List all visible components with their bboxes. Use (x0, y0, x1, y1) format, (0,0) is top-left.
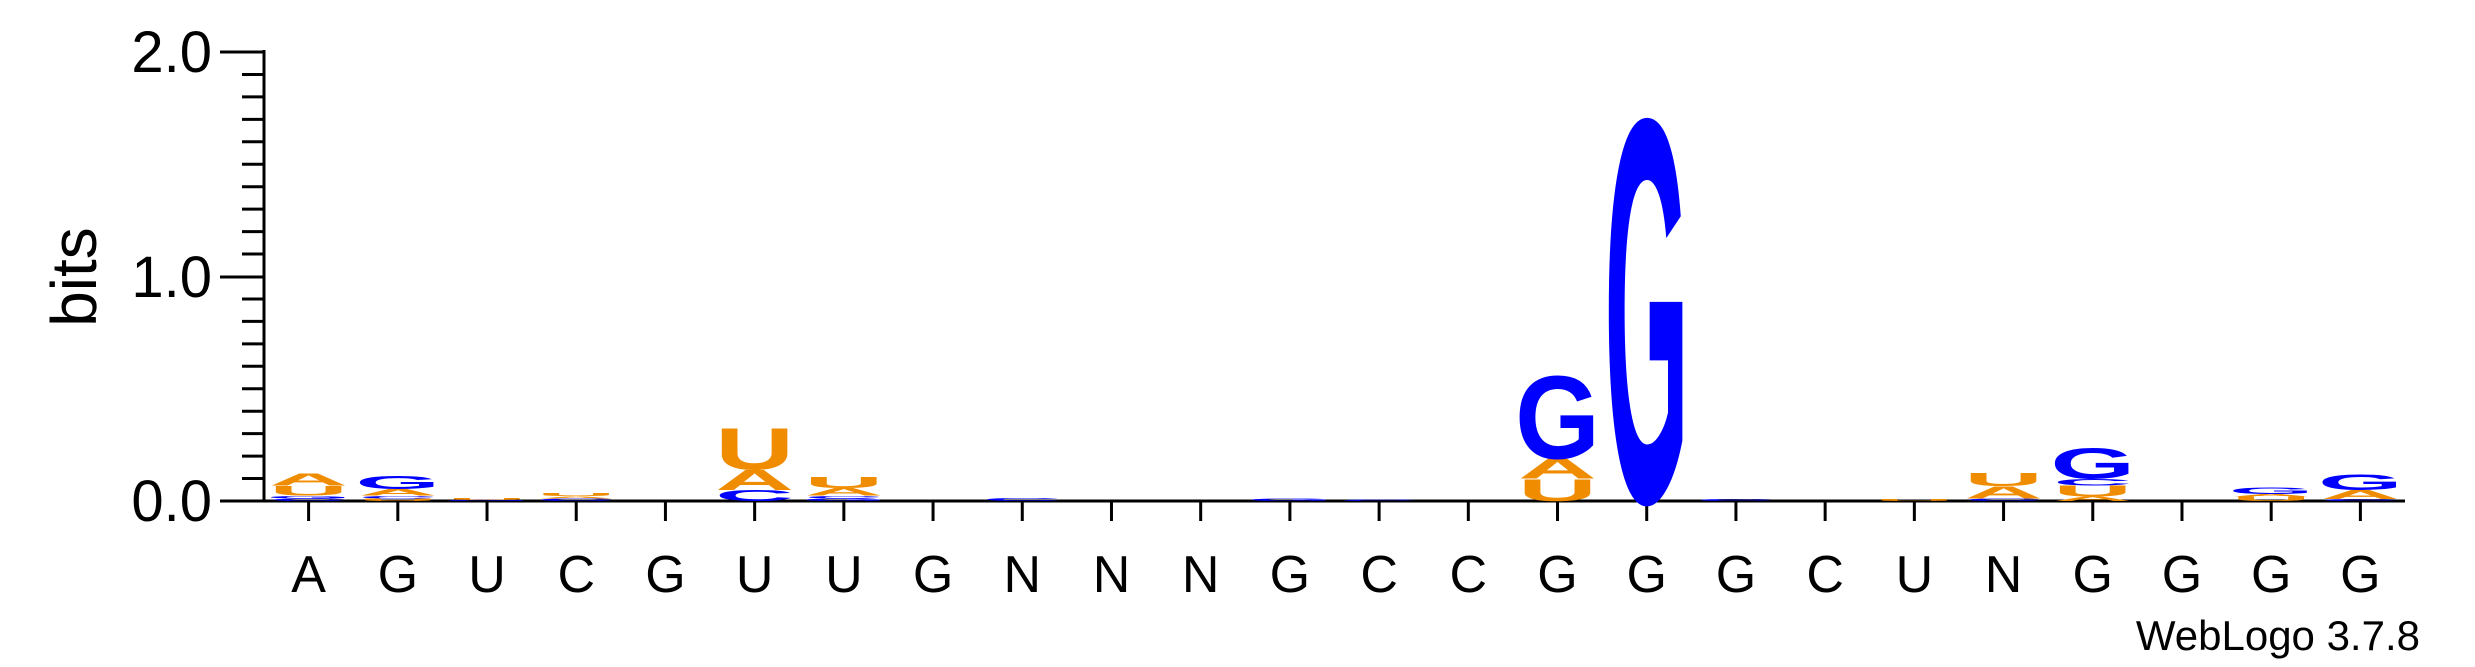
logo-letter-G: G (445, 500, 530, 502)
logo-letter-G: G (1604, 4, 1689, 617)
logo-letter-C: C (537, 498, 616, 502)
logo-letter-G: G (2229, 485, 2314, 495)
x-tick-label: G (378, 546, 418, 604)
logo-letter-C: C (1340, 499, 1419, 501)
logo-letter-C: C (983, 497, 1062, 502)
x-tick-label: U (1896, 546, 1934, 604)
x-tick-label: C (1450, 546, 1488, 604)
logo-letter-G: G (355, 472, 440, 493)
x-tick-label: G (2162, 546, 2202, 604)
x-tick-label: G (1716, 546, 1756, 604)
x-tick-label: N (1182, 546, 1220, 604)
logo-letter-G: G (1247, 498, 1332, 502)
logo-letter-U: U (537, 492, 616, 497)
logo-letter-U: U (2053, 482, 2132, 500)
logo-letter-C: C (715, 487, 794, 505)
logo-stack: C (1340, 499, 1419, 501)
logo-letter-A: A (1518, 453, 1597, 485)
logo-stack: CAG (2318, 470, 2403, 502)
y-axis-label: bits (38, 227, 110, 327)
logo-stack: G (1604, 4, 1689, 617)
logo-letter-A: A (2321, 488, 2400, 502)
logo-letter-U: U (1518, 472, 1597, 507)
logo-letter-C: C (269, 498, 348, 502)
logo-letter-G: G (266, 495, 351, 499)
logo-stack: C (1697, 499, 1776, 502)
x-axis-ticks (307, 501, 2362, 521)
logo-letter-U: U (804, 473, 883, 491)
logo-letter-U: U (269, 483, 348, 499)
weblogo-version-label: WebLogo 3.7.8 (2136, 612, 2420, 659)
x-tick-label: G (2340, 546, 2380, 604)
x-tick-label: N (1093, 546, 1131, 604)
x-tick-label: U (468, 546, 506, 604)
x-tick-label: G (645, 546, 685, 604)
logo-letter-C: C (2053, 477, 2132, 487)
logo-letter-C: C (358, 495, 437, 499)
logo-letter-A: A (2053, 495, 2132, 502)
logo-stack: GU (445, 498, 530, 502)
logo-letter-U: U (1964, 469, 2043, 490)
logo-letter-C: C (1964, 498, 2043, 502)
x-tick-label: C (1360, 546, 1398, 604)
logo-letter-G: G (1515, 352, 1600, 485)
logo-stack: UAG (1515, 352, 1600, 508)
logo-stack: CAU (715, 415, 794, 504)
y-tick-label-1: 1.0 (131, 245, 212, 310)
x-tick-label: G (2251, 546, 2291, 604)
logo-letter-U: U (2232, 495, 2311, 502)
logo-letter-A: A (269, 470, 348, 489)
logo-letter-U: U (1875, 499, 1954, 502)
logo-stack: CAU (1964, 469, 2043, 502)
x-tick-label: U (736, 546, 774, 604)
logo-letter-G: G (801, 498, 886, 502)
x-tick-label: U (825, 546, 863, 604)
logo-letter-A: A (1964, 483, 2043, 502)
x-tick-label: N (1985, 546, 2023, 604)
x-tick-label: N (1003, 546, 1041, 604)
y-tick-label-2: 2.0 (131, 20, 212, 85)
logo-letter-G: G (2050, 439, 2135, 488)
logo-letter-C: C (2321, 498, 2400, 501)
y-minor-ticks (242, 72, 264, 481)
x-tick-label: G (913, 546, 953, 604)
logo-letter-A: A (537, 496, 616, 499)
logo-letter-U: U (715, 415, 794, 482)
logo-letter-G: G (2318, 470, 2403, 495)
x-tick-label: A (291, 546, 326, 604)
logo-letter-C: C (804, 495, 883, 499)
logo-stack: C (983, 497, 1062, 502)
logo-letter-U: U (358, 498, 437, 502)
x-tick-label: G (1627, 546, 1667, 604)
logo-stack: CAU (537, 492, 616, 502)
logo-letter-C: C (1697, 499, 1776, 502)
x-tick-label: C (557, 546, 595, 604)
y-tick-label-0: 0.0 (131, 469, 212, 534)
logo-stack: U (1875, 499, 1954, 502)
logo-stack: UAG (2229, 485, 2314, 502)
logo-letter-A: A (2232, 493, 2311, 497)
x-tick-label: G (1537, 546, 1577, 604)
logo-letter-A: A (804, 486, 883, 498)
x-tick-label: G (2073, 546, 2113, 604)
x-tick-label: G (1270, 546, 1310, 604)
logo-stack: G (1247, 498, 1332, 502)
x-tick-label: C (1806, 546, 1844, 604)
logo-letter-A: A (358, 487, 437, 497)
logo-letter-U: U (448, 498, 527, 501)
logo-letter-A: A (715, 464, 794, 496)
